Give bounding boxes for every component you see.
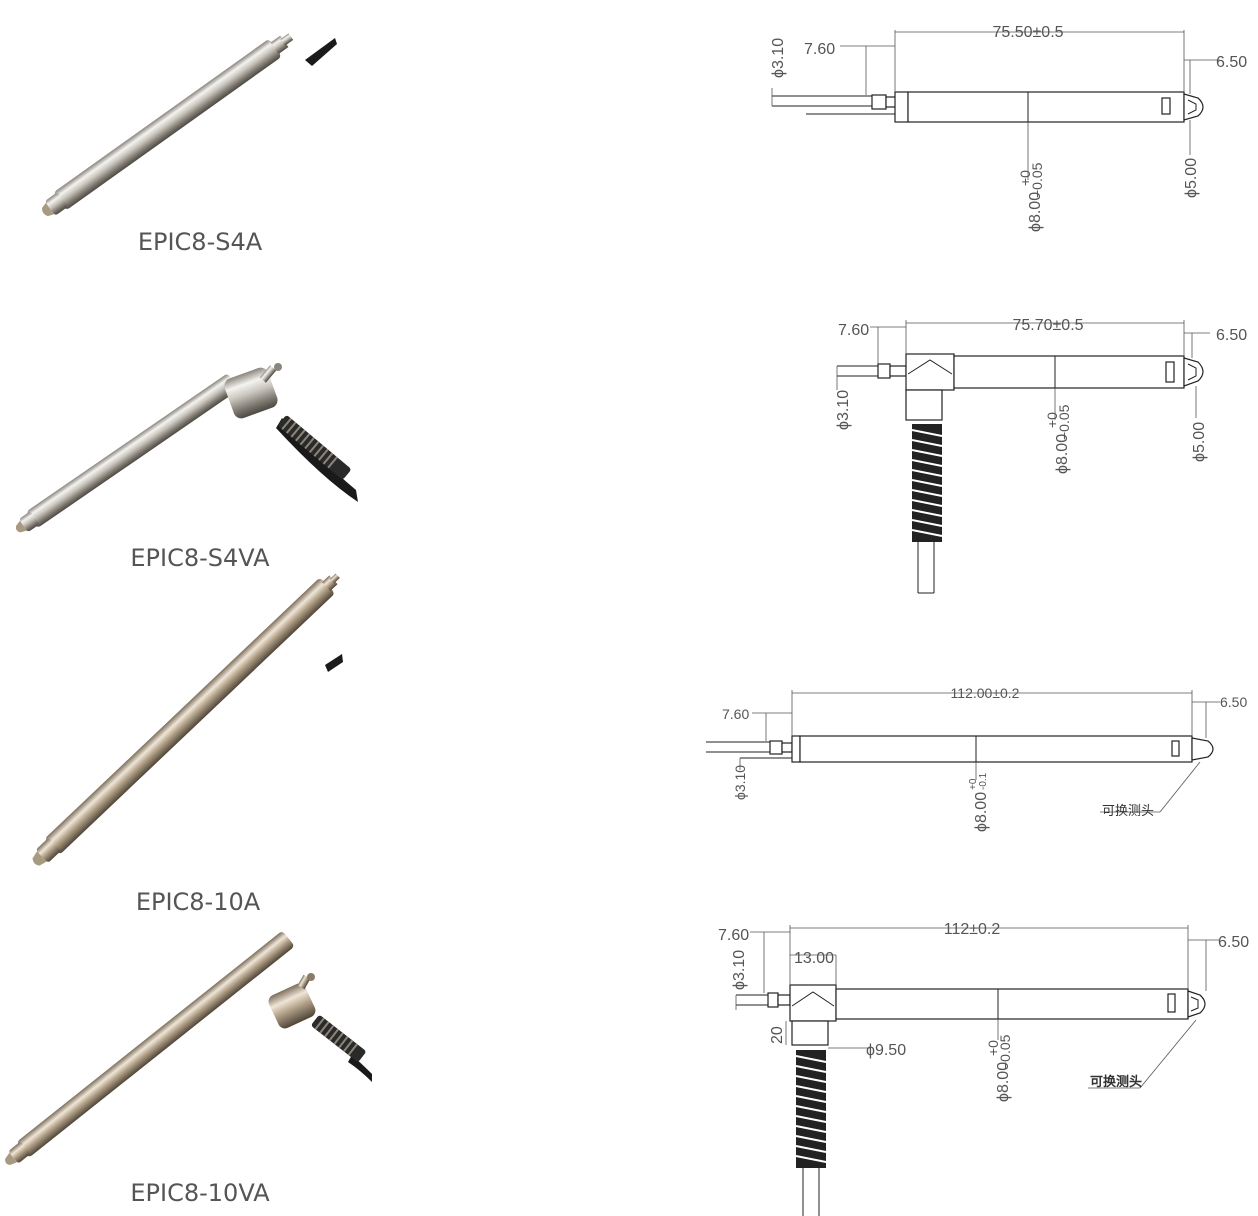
- dim-length: 112±0.2: [944, 921, 1001, 938]
- drawing-epic8-10a: 112.00±0.2 7.60 6.50 ϕ3.10 ϕ8.00 +0 -0.1…: [706, 685, 1247, 832]
- dim-cable-dia: ϕ3.10: [731, 950, 748, 990]
- dim-tol-lower: −0.05: [1029, 162, 1045, 198]
- dim-tip-dia: ϕ5.00: [1183, 158, 1200, 198]
- dim-tol-upper: +0: [985, 1040, 1001, 1056]
- photo-epic8-10va: [5, 932, 372, 1165]
- dim-tip: 6.50: [1216, 327, 1247, 344]
- drawing-epic8-s4a: 75.50±0.5 7.60 6.50 ϕ3.10 ϕ5.00 ϕ8.00 +0…: [770, 24, 1247, 232]
- dim-body-dia: ϕ8.00: [973, 792, 990, 832]
- dim-cable-offset: 7.60: [722, 706, 749, 722]
- photo-epic8-s4va: [15, 363, 358, 533]
- dim-height: 20: [769, 1026, 786, 1044]
- dim-cable-dia: ϕ3.10: [770, 38, 787, 78]
- dim-tol-upper: +0: [1017, 170, 1033, 186]
- dim-length: 112.00±0.2: [951, 685, 1020, 701]
- dim-cable-offset: 7.60: [838, 322, 869, 339]
- dim-tip: 6.50: [1216, 54, 1247, 71]
- dim-cable-dia: ϕ3.10: [835, 390, 852, 430]
- dim-tip: 6.50: [1220, 694, 1247, 710]
- product-label-epic8-s4a: EPIC8-S4A: [137, 228, 263, 256]
- product-label-epic8-10a: EPIC8-10A: [135, 888, 261, 916]
- dim-cable-offset: 7.60: [804, 41, 835, 58]
- dim-body-dia: ϕ8.00: [995, 1062, 1012, 1102]
- dim-length: 75.70±0.5: [1012, 317, 1083, 334]
- drawing-epic8-10va: 112±0.2 7.60 13.00 6.50 ϕ3.10 20 ϕ9.50 ϕ…: [718, 921, 1249, 1216]
- dim-tol-lower: −0.05: [1056, 404, 1072, 440]
- dim-body-dia: ϕ8.00: [1054, 434, 1071, 474]
- tip-note: 可换测头: [1102, 804, 1154, 819]
- dim-tol-upper: +0: [1044, 412, 1060, 428]
- photo-epic8-s4a: [42, 33, 337, 217]
- product-label-epic8-s4va: EPIC8-S4VA: [130, 544, 270, 572]
- dim-spring-dia: ϕ9.50: [866, 1042, 906, 1059]
- dim-tol-upper: +0: [968, 778, 979, 790]
- dim-cable-offset: 7.60: [718, 927, 749, 944]
- dim-body-dia: ϕ8.00: [1027, 192, 1044, 232]
- dim-tip: 6.50: [1218, 934, 1249, 951]
- drawing-epic8-s4va: 75.70±0.5 7.60 6.50 ϕ3.10 ϕ5.00 ϕ8.00 +0…: [835, 317, 1247, 594]
- dim-elbow: 13.00: [794, 950, 834, 967]
- product-label-epic8-10va: EPIC8-10VA: [130, 1179, 270, 1207]
- dim-cable-dia: ϕ3.10: [732, 765, 748, 800]
- dim-tol-lower: −0.05: [997, 1034, 1013, 1070]
- photo-epic8-10a: [32, 573, 343, 866]
- dim-length: 75.50±0.5: [992, 24, 1063, 41]
- dim-tol-lower: -0.1: [978, 772, 989, 790]
- dim-tip-dia: ϕ5.00: [1191, 422, 1208, 462]
- tip-note: 可换测头: [1090, 1074, 1142, 1090]
